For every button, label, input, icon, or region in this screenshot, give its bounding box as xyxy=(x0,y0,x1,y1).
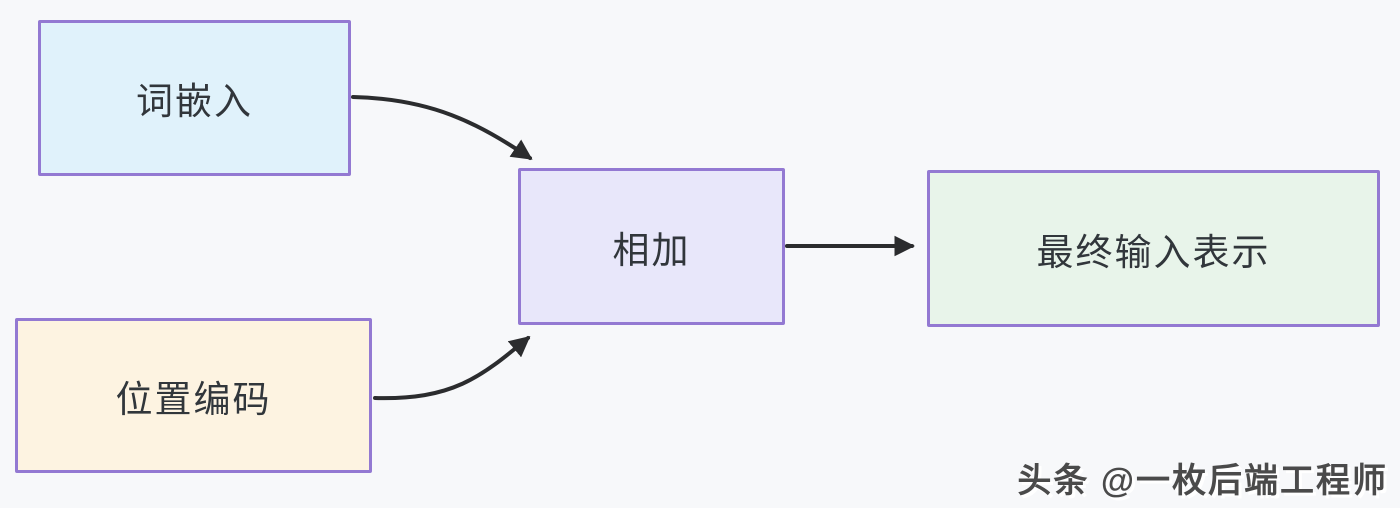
edge-position-encoding-to-add xyxy=(373,336,531,401)
node-position-encoding[interactable]: 位置编码 xyxy=(15,318,372,473)
node-add-label: 相加 xyxy=(612,229,691,271)
node-word-embedding[interactable]: 词嵌入 xyxy=(38,20,351,176)
node-word-embedding-label: 词嵌入 xyxy=(136,81,253,122)
edge-word-embedding-to-add xyxy=(351,95,533,160)
watermark: 头条 @一枚后端工程师 xyxy=(1017,462,1388,500)
node-final-input[interactable]: 最终输入表示 xyxy=(927,170,1380,327)
node-add[interactable]: 相加 xyxy=(518,168,785,325)
node-final-input-label: 最终输入表示 xyxy=(1036,231,1271,273)
node-position-encoding-label: 位置编码 xyxy=(115,378,272,420)
